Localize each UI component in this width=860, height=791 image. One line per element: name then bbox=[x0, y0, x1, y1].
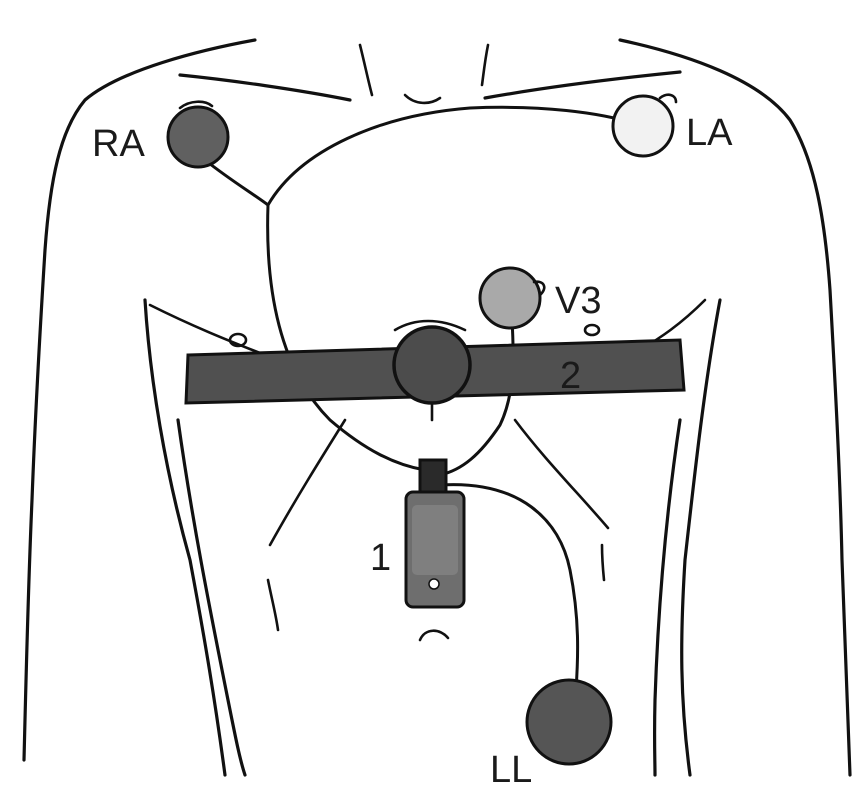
loop-wire-left bbox=[268, 205, 425, 470]
rib-line-left-lower bbox=[268, 580, 278, 630]
sternal-notch bbox=[405, 95, 440, 103]
right-inner-arm-line bbox=[682, 300, 720, 775]
electrode-label-v3: V3 bbox=[555, 280, 601, 322]
recorder-button bbox=[429, 579, 439, 589]
clavicle-right bbox=[482, 45, 488, 85]
left-torso-side bbox=[178, 420, 245, 775]
electrodes bbox=[168, 95, 676, 764]
navel bbox=[420, 631, 448, 640]
rib-line-left bbox=[270, 420, 345, 545]
clavicle-left bbox=[360, 45, 372, 95]
chest-strap-sensor bbox=[394, 327, 470, 403]
electrode-ra bbox=[168, 107, 228, 167]
electrode-v3 bbox=[480, 268, 540, 328]
right-torso-side bbox=[655, 420, 680, 775]
rib-line-right bbox=[515, 420, 608, 528]
la-electrode-snap bbox=[660, 95, 676, 102]
electrode-label-ra: RA bbox=[92, 123, 145, 165]
holter-recorder bbox=[406, 460, 464, 607]
electrode-la bbox=[613, 96, 673, 156]
electrode-label-ll: LL bbox=[490, 749, 532, 791]
rib-line-right-lower bbox=[602, 545, 604, 580]
recorder-label: 1 bbox=[370, 537, 391, 579]
chest-strap bbox=[186, 327, 684, 403]
chest-strap-label: 2 bbox=[560, 355, 581, 397]
chest-contour-left bbox=[150, 305, 265, 355]
la-lead-wire bbox=[268, 107, 640, 205]
electrode-ll bbox=[527, 680, 611, 764]
recorder-panel bbox=[412, 505, 458, 575]
nipple-right bbox=[585, 325, 599, 335]
electrode-label-la: LA bbox=[686, 112, 733, 154]
labels: RA LA V3 LL 1 2 bbox=[92, 112, 733, 791]
collar-line bbox=[180, 72, 680, 100]
ra-lead-wire bbox=[205, 160, 268, 205]
